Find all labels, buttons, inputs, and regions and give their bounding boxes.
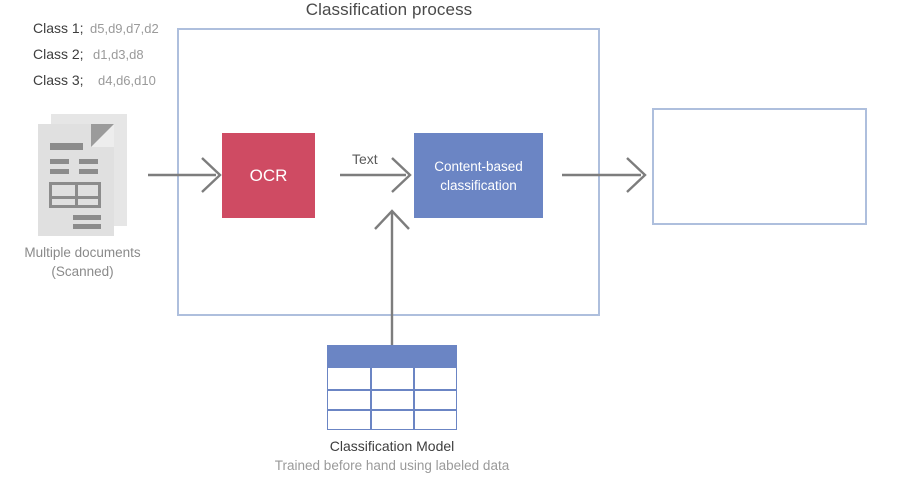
output-classes-box bbox=[652, 108, 867, 225]
class-row: Class 2; d1,d3,d8 bbox=[33, 46, 159, 72]
model-subcaption: Trained before hand using labeled data bbox=[274, 458, 510, 473]
class-name: Class 2; bbox=[33, 46, 84, 62]
source-label-line2: (Scanned) bbox=[51, 264, 114, 279]
text-arrow-label: Text bbox=[352, 151, 378, 167]
document-text-line bbox=[79, 169, 98, 174]
class-name: Class 1; bbox=[33, 20, 84, 36]
ocr-stage-label: OCR bbox=[249, 165, 288, 185]
arrowhead-classification-to-output bbox=[626, 157, 647, 193]
classification-label-line2: classification bbox=[440, 177, 517, 193]
class-row: Class 1; d5,d9,d7,d2 bbox=[33, 20, 159, 46]
model-table-header-row bbox=[328, 346, 456, 368]
output-classes-list: Class 1; d5,d9,d7,d2 Class 2; d1,d3,d8 C… bbox=[33, 20, 159, 98]
document-bottom-line bbox=[73, 224, 101, 229]
document-title-line bbox=[50, 143, 83, 150]
multiple-documents-icon bbox=[33, 114, 133, 238]
class-name: Class 3; bbox=[33, 72, 84, 88]
model-table-column-divider bbox=[413, 368, 415, 429]
content-based-classification-box[interactable]: Content-based classification bbox=[414, 133, 543, 218]
classification-label-line1: Content-based bbox=[434, 158, 523, 174]
model-table-row-divider bbox=[328, 409, 456, 411]
class-documents: d5,d9,d7,d2 bbox=[90, 21, 159, 36]
class-documents: d1,d3,d8 bbox=[93, 47, 144, 62]
document-bottom-line bbox=[73, 215, 101, 220]
classification-process-container bbox=[177, 28, 600, 316]
classification-model-table[interactable] bbox=[327, 345, 457, 430]
source-label-line1: Multiple documents bbox=[24, 245, 141, 260]
classification-stage-label: Content-based classification bbox=[434, 157, 523, 195]
ocr-stage-box[interactable]: OCR bbox=[222, 133, 315, 218]
document-fold-corner-icon bbox=[91, 124, 114, 147]
model-caption-title: Classification Model bbox=[329, 438, 455, 454]
source-label: Multiple documents (Scanned) bbox=[0, 243, 165, 281]
document-text-line bbox=[50, 159, 69, 164]
document-text-line bbox=[50, 169, 69, 174]
model-table-column-divider bbox=[370, 368, 372, 429]
document-table-glyph bbox=[49, 182, 101, 208]
model-table-row-divider bbox=[328, 389, 456, 391]
class-row: Class 3; d4,d6,d10 bbox=[33, 72, 159, 98]
page-title: Classification process bbox=[305, 0, 473, 19]
model-caption: Classification Model Trained before hand… bbox=[192, 436, 592, 476]
class-documents: d4,d6,d10 bbox=[98, 73, 156, 88]
document-text-line bbox=[79, 159, 98, 164]
